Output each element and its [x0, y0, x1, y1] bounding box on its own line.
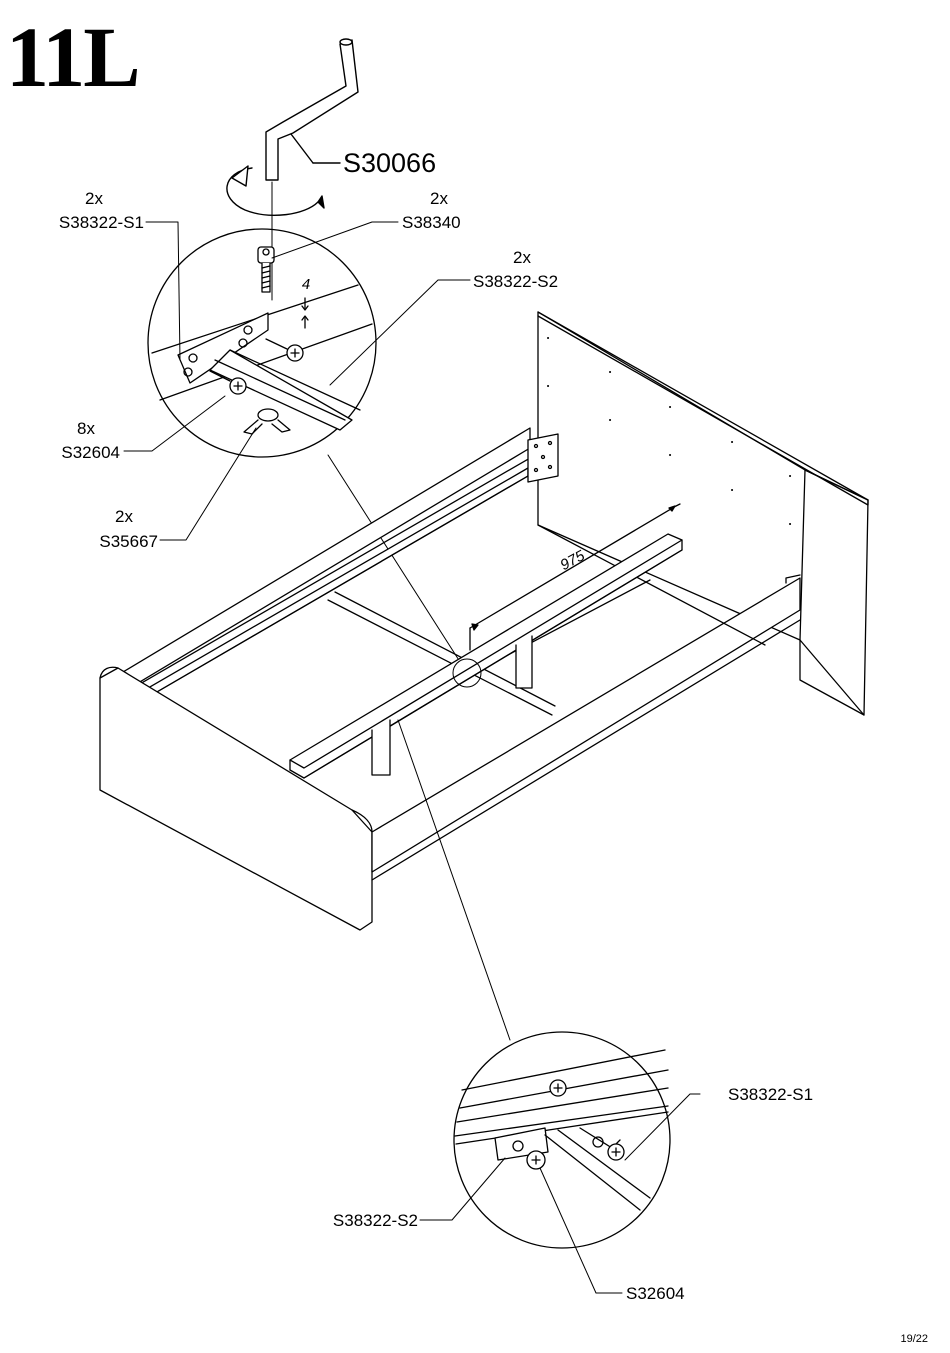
qty-label: 8x [77, 419, 95, 438]
leader-lines-bottom [398, 720, 700, 1293]
part-label: S32604 [61, 443, 120, 462]
qty-label: 2x [115, 507, 133, 526]
qty-label: 2x [430, 189, 448, 208]
spacing-label: 4 [301, 276, 311, 293]
step-number: 11L [6, 9, 141, 105]
part-label: S38322-S2 [473, 272, 559, 291]
top-detail-circle [148, 229, 376, 457]
leader-lines-top [124, 222, 470, 665]
part-label: S38322-S1 [728, 1085, 814, 1104]
wing-nut-icon [244, 409, 290, 434]
part-label: S38340 [402, 213, 461, 232]
part-label: S35667 [99, 532, 158, 551]
page-number: 19/22 [900, 1333, 928, 1345]
tool-label: S30066 [343, 148, 437, 178]
part-label: S32604 [626, 1284, 685, 1303]
part-label: S38322-S1 [58, 213, 144, 232]
qty-label: 2x [85, 189, 103, 208]
allen-key-icon [227, 39, 358, 300]
screw-icon [210, 339, 303, 394]
qty-label: 2x [513, 248, 531, 267]
screw-icon [527, 1080, 624, 1169]
bottom-detail-circle [454, 1032, 670, 1248]
bed-frame [100, 312, 868, 930]
part-label: S38322-S2 [332, 1211, 418, 1230]
